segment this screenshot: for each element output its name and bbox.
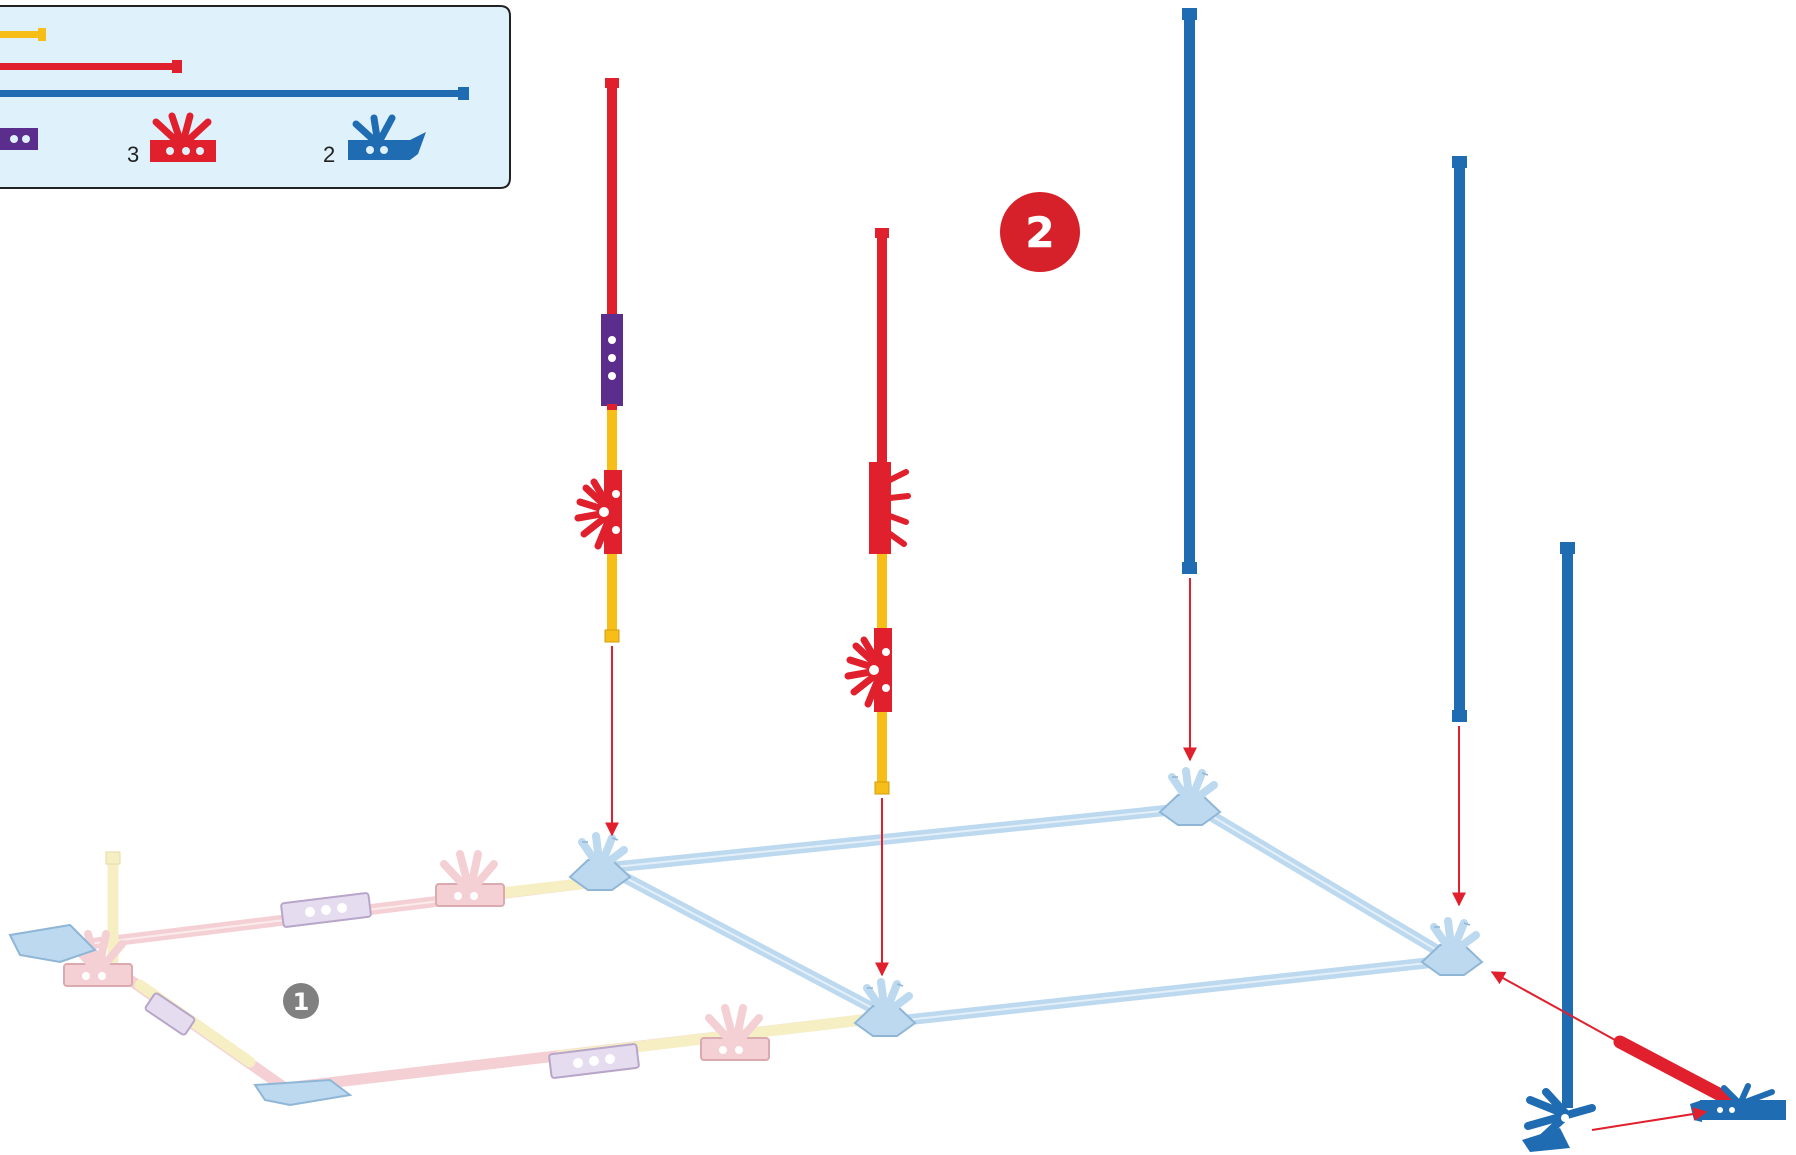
step-number-previous: 1: [293, 988, 310, 1016]
red-connector: [848, 628, 892, 712]
arrow-6: [1591, 1107, 1708, 1131]
step-badge-current: 2: [1000, 192, 1080, 272]
assembly-arrows: [605, 578, 1708, 1131]
parts-blue-rod: [0, 87, 469, 100]
step-number-current: 2: [1025, 208, 1054, 257]
blue-rod-1: [1182, 8, 1197, 574]
faded-pink-connector: [436, 854, 504, 906]
parts-red-connector-icon: [150, 112, 216, 162]
arrow-5: [1490, 971, 1616, 1041]
step-badge-previous: 1: [283, 983, 319, 1019]
parts-yellow-rod: [0, 28, 46, 41]
faded-purple-connector: [548, 1043, 640, 1079]
parts-box: 3 2: [0, 5, 511, 189]
parts-blue-connector-icon: [348, 114, 426, 160]
parts-purple-connector: [0, 128, 38, 150]
blue-connector-quantity: 2: [323, 142, 335, 167]
red-connector: [869, 462, 911, 554]
rod-assembly-1: [578, 78, 623, 643]
faded-purple-connector: [280, 892, 372, 928]
parts-red-rod: [0, 60, 182, 73]
red-connector: [578, 470, 622, 554]
blue-rod-2: [1452, 156, 1467, 722]
faded-blue-connector: [1160, 771, 1220, 825]
blue-connector-bottom-left: [1522, 1088, 1596, 1152]
blue-connector-bottom-right: [1690, 1083, 1786, 1122]
red-connector-quantity: 3: [127, 142, 139, 167]
rod-assembly-2: [848, 228, 911, 795]
faded-purple-connector: [144, 992, 196, 1036]
base-frame: [8, 771, 1482, 1107]
blue-rod-3: [1560, 542, 1575, 1108]
faded-blue-corner-connector: [8, 923, 353, 1107]
red-rod-diagonal: [1613, 1035, 1737, 1107]
